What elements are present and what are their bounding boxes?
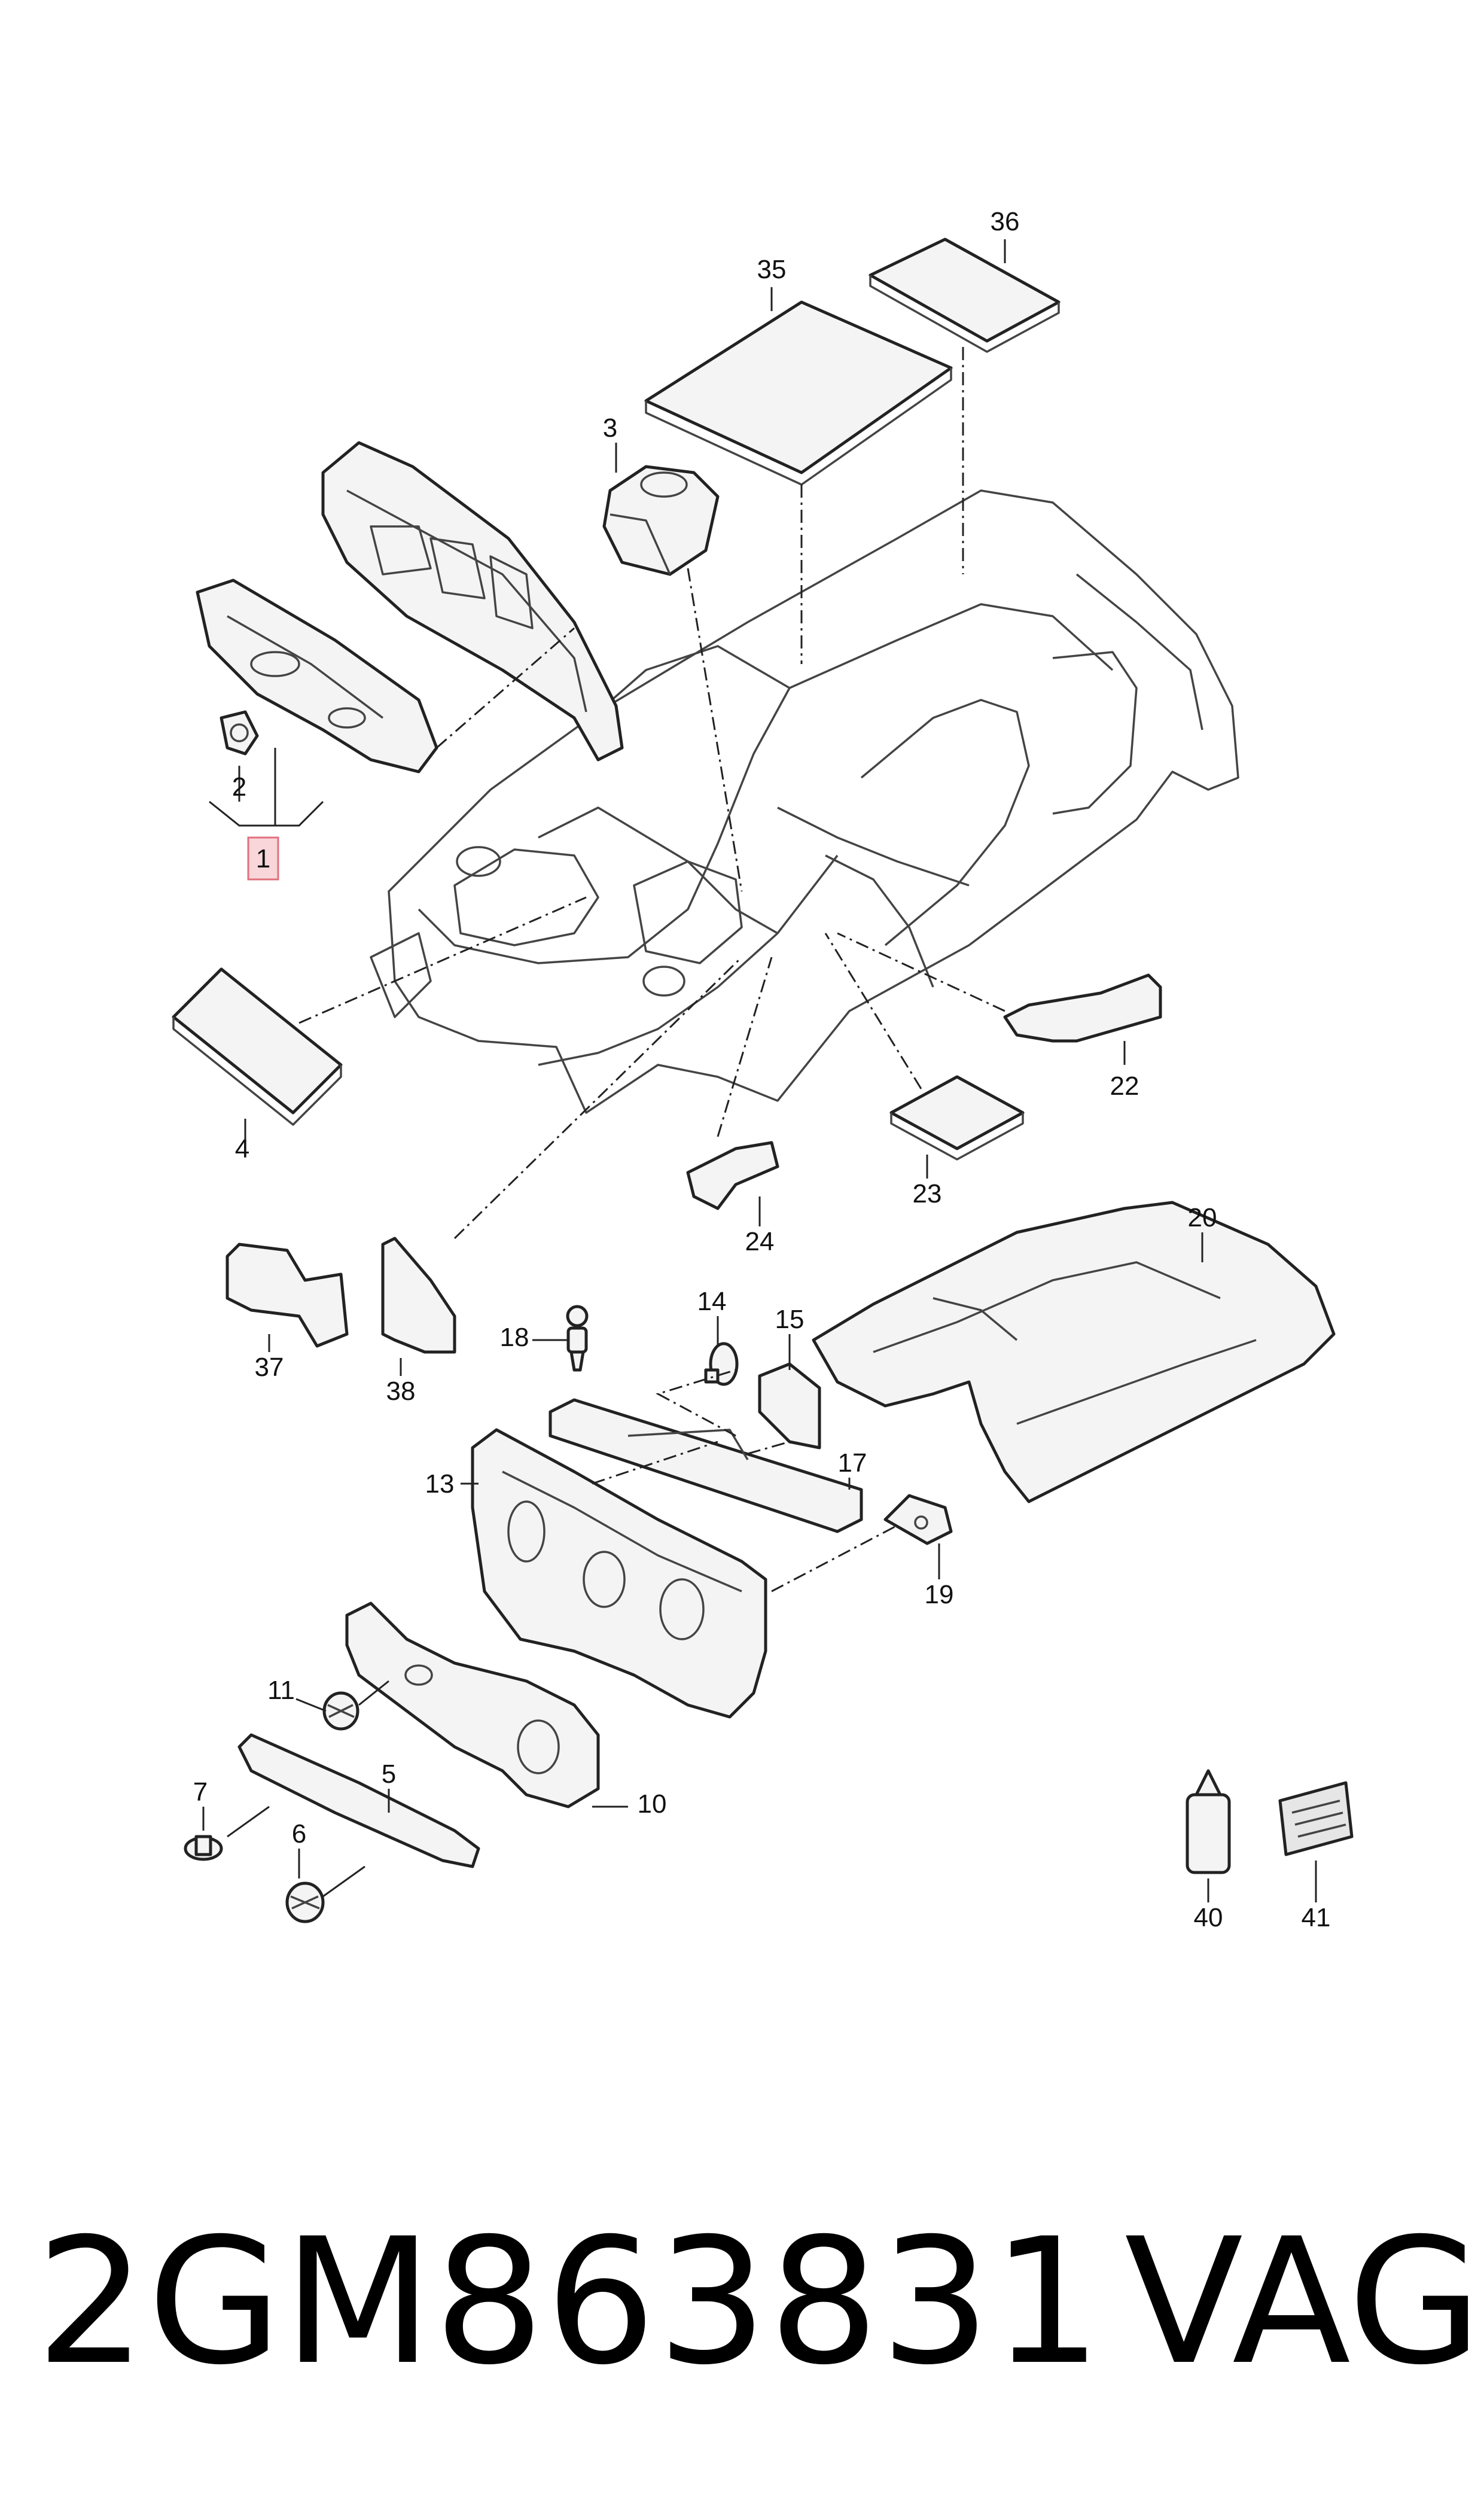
callout-23: 23 (913, 1179, 942, 1208)
part-20-floor-carpet (812, 1201, 1336, 1503)
part-24-bracket (686, 1141, 779, 1210)
callout-14: 14 (697, 1287, 727, 1316)
hood-insulation (196, 578, 438, 774)
callout-leaders (202, 239, 1317, 1902)
part-23-pad (889, 1075, 1025, 1161)
callout-36: 36 (991, 207, 1020, 236)
part-37-insulator (226, 1243, 349, 1348)
part-4-pad (172, 967, 343, 1126)
part-3-insulator (602, 465, 720, 576)
part-35-mat (644, 300, 953, 486)
footer-brand: VAG (1125, 2202, 1482, 2403)
hood-panel (321, 441, 624, 762)
part-11-fastener (322, 1691, 359, 1731)
callout-37: 37 (255, 1353, 284, 1382)
part-5-strip (237, 1733, 480, 1868)
callout-35: 35 (757, 255, 787, 284)
clip-part-2 (220, 710, 259, 756)
callout-38: 38 (386, 1377, 416, 1406)
part-22-block (1003, 973, 1162, 1043)
callout-22: 22 (1110, 1071, 1139, 1101)
footer-part-number: 2GM863831 (36, 2202, 1104, 2403)
callout-24: 24 (745, 1227, 775, 1256)
part-18-clip (566, 1305, 589, 1372)
callout-1: 1 (256, 844, 270, 873)
callout-5: 5 (382, 1759, 396, 1789)
callout-19: 19 (925, 1580, 954, 1609)
callout-40: 40 (1194, 1903, 1223, 1932)
part-15-pad (758, 1362, 821, 1450)
part-40-tube (1186, 1769, 1231, 1874)
callout-11: 11 (267, 1676, 295, 1705)
part-7-screw (184, 1835, 223, 1861)
part-19-cap (883, 1494, 953, 1545)
callout-7: 7 (193, 1777, 208, 1807)
part-38-insulator (381, 1237, 456, 1354)
callout-20: 20 (1188, 1203, 1217, 1232)
callout-13: 13 (425, 1469, 455, 1499)
callout-4: 4 (235, 1134, 249, 1164)
part-14-grommet (704, 1342, 739, 1386)
callout-3: 3 (603, 413, 617, 443)
part-10-insulator (345, 1601, 600, 1808)
callout-2: 2 (232, 772, 246, 802)
part-41-pad (1278, 1781, 1354, 1856)
part-36-mat (869, 238, 1061, 353)
callout-41: 41 (1302, 1903, 1331, 1932)
leader-lines (227, 347, 1005, 1898)
callout-10: 10 (638, 1789, 667, 1819)
part-17-strip (548, 1398, 863, 1533)
part-6-fastener (285, 1881, 325, 1923)
car-body-shell (370, 489, 1239, 1114)
callout-18: 18 (500, 1323, 529, 1352)
callout-1-highlight (247, 836, 279, 881)
callout-15: 15 (775, 1305, 805, 1334)
callout-6: 6 (292, 1819, 306, 1849)
callout-17: 17 (838, 1448, 867, 1478)
part-13-bulkhead (471, 1428, 767, 1719)
